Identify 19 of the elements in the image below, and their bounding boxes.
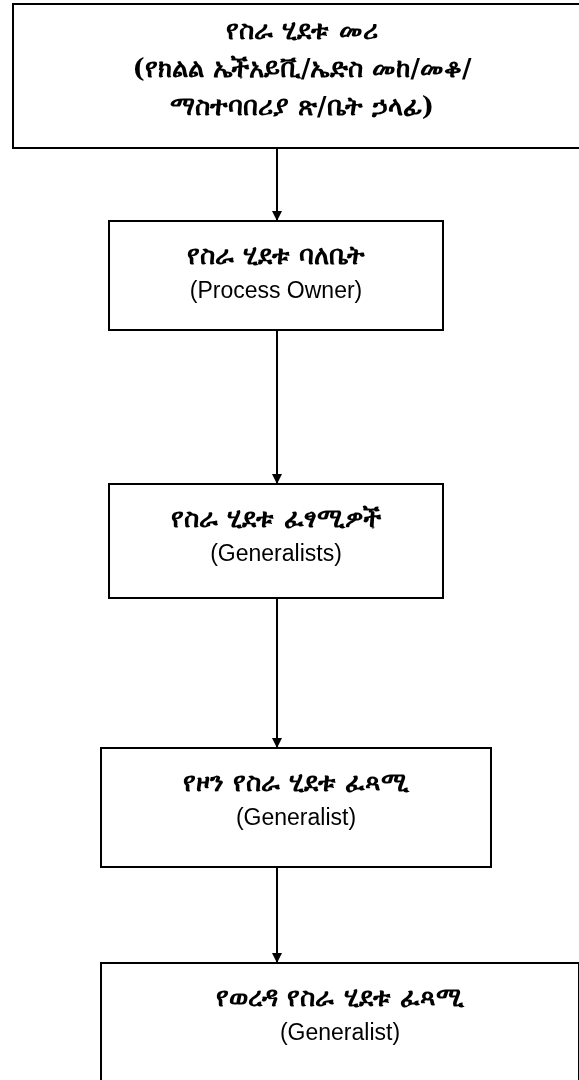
box-title: የስራ ሂደቱ ፈፃሚዎች bbox=[170, 502, 382, 535]
arrow bbox=[272, 330, 282, 484]
process-box bbox=[108, 483, 444, 599]
box-subtitle: (Generalist) bbox=[279, 1018, 401, 1047]
box-title: የዞን የስራ ሂደቱ ፈጻሚ bbox=[181, 766, 411, 799]
box-subtitle: (Generalists) bbox=[210, 539, 342, 568]
box-title: የስራ ሂደቱ መሪ bbox=[225, 14, 379, 47]
box-subtitle: (Process Owner) bbox=[189, 276, 363, 305]
process-box bbox=[12, 3, 579, 149]
box-title: የወረዳ የስራ ሂደቱ ፈጻሚ bbox=[215, 981, 466, 1014]
process-box bbox=[108, 220, 444, 331]
process-box bbox=[100, 747, 492, 868]
arrow bbox=[272, 598, 282, 748]
arrow bbox=[272, 867, 282, 963]
box-subtitle: (Generalist) bbox=[235, 803, 357, 832]
process-box bbox=[100, 962, 579, 1080]
box-subtitle: (የክልል ኤችአይቪ/ኤድስ መከ/መቆ/ ማስተባበሪያ ጽ/ቤት ኃላፊ) bbox=[131, 52, 473, 123]
box-title: የስራ ሂደቱ ባለቤት bbox=[185, 239, 367, 272]
arrow bbox=[272, 148, 282, 221]
